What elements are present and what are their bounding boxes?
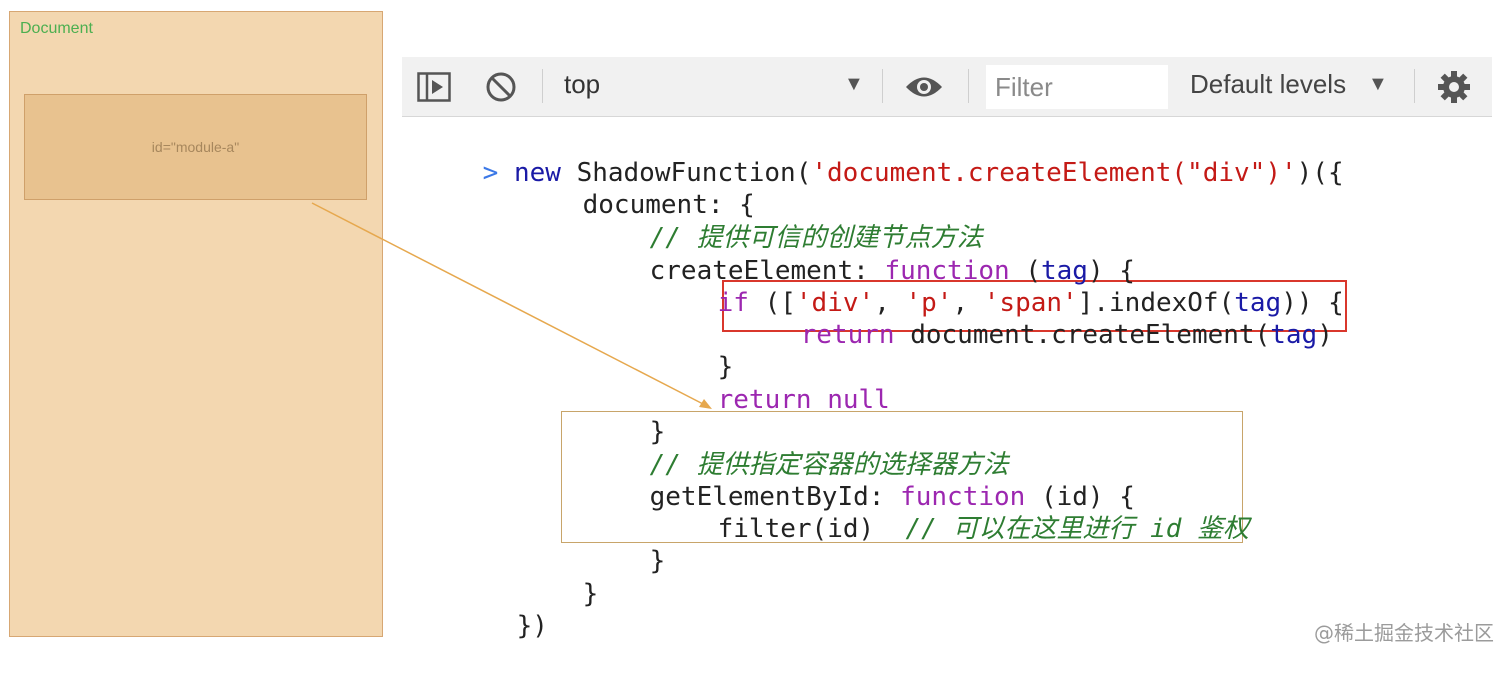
code-token: ( <box>1009 256 1041 286</box>
code-line: if (['div', 'p', 'span'].indexOf(tag)) { <box>655 254 1344 318</box>
module-container: id="module-a" <box>24 94 367 200</box>
code-line: // 提供可信的创建节点方法 <box>587 189 983 253</box>
create-element-highlight <box>722 280 1347 332</box>
module-label: id="module-a" <box>151 139 240 155</box>
code-token: } <box>649 546 666 576</box>
code-keyword: return <box>800 320 895 350</box>
code-line: return null <box>655 351 890 415</box>
code-keyword: return <box>717 385 812 415</box>
code-param: tag <box>1040 256 1088 286</box>
code-token: , <box>874 288 906 318</box>
document-panel: Document id="module-a" <box>9 11 383 637</box>
code-token: createElement: <box>649 256 885 286</box>
toolbar-separator <box>968 69 969 103</box>
code-token: )) { <box>1281 288 1344 318</box>
code-string: 'p' <box>905 288 953 318</box>
code-line: } <box>587 383 666 447</box>
code-token: getElementById: <box>649 482 901 512</box>
code-token: ].indexOf( <box>1077 288 1235 318</box>
toolbar-separator <box>542 69 543 103</box>
code-line: } <box>520 545 599 609</box>
code-line: // 提供指定容器的选择器方法 <box>587 416 1009 480</box>
code-token: document.createElement( <box>894 320 1271 350</box>
console-toolbar: top ▼ Default levels ▼ <box>402 57 1492 117</box>
toolbar-separator <box>1414 69 1415 103</box>
code-token: (id) { <box>1025 482 1135 512</box>
code-token: } <box>649 417 666 447</box>
eye-icon[interactable] <box>902 70 946 104</box>
filter-input[interactable] <box>986 65 1168 109</box>
sidebar-toggle-icon[interactable] <box>416 70 452 104</box>
code-string: 'div' <box>795 288 875 318</box>
chevron-down-icon[interactable]: ▼ <box>844 73 864 95</box>
code-line: createElement: function (tag) { <box>587 222 1135 286</box>
code-keyword: function <box>884 256 1010 286</box>
code-string: 'span' <box>983 288 1078 318</box>
watermark: @稀土掘金技术社区 <box>1314 621 1494 645</box>
code-comment: // 提供指定容器的选择器方法 <box>649 450 1009 480</box>
code-token: , <box>952 288 984 318</box>
code-token: new <box>513 158 561 188</box>
code-token: ShadowFunction( <box>576 158 812 188</box>
code-line: document: { <box>520 156 755 220</box>
code-token: filter(id) <box>717 514 875 544</box>
code-token: ) { <box>1087 256 1135 286</box>
clear-console-icon[interactable] <box>484 70 518 104</box>
code-keyword: function <box>900 482 1026 512</box>
gear-icon[interactable] <box>1436 69 1472 105</box>
code-comment: // 提供可信的创建节点方法 <box>649 223 983 253</box>
code-line: getElementById: function (id) { <box>587 448 1135 512</box>
code-token: ([ <box>748 288 796 318</box>
get-element-by-id-highlight <box>561 411 1243 543</box>
code-line: } <box>655 318 734 382</box>
code-param: tag <box>1270 320 1318 350</box>
code-comment: // 可以在这里进行 id 鉴权 <box>874 514 1250 544</box>
document-title: Document <box>20 20 93 37</box>
code-token: }) <box>516 611 548 641</box>
code-string: 'document.createElement("div")' <box>811 158 1297 188</box>
code-param: tag <box>1234 288 1282 318</box>
code-token: } <box>582 579 599 609</box>
code-keyword: if <box>717 288 749 318</box>
code-line: } <box>587 512 666 576</box>
code-keyword: null <box>811 385 890 415</box>
code-line: }) <box>454 577 548 641</box>
code-token: )({ <box>1296 158 1344 188</box>
chevron-down-icon[interactable]: ▼ <box>1368 73 1388 95</box>
code-token: } <box>717 352 734 382</box>
code-token: ) <box>1317 320 1333 350</box>
code-line: filter(id) // 可以在这里进行 id 鉴权 <box>655 480 1249 544</box>
code-line: return document.createElement(tag) <box>738 286 1333 350</box>
code-line: > new ShadowFunction('document.createEle… <box>420 124 1344 188</box>
toolbar-separator <box>882 69 883 103</box>
code-token: document: { <box>582 190 755 220</box>
log-levels-dropdown[interactable]: Default levels <box>1190 69 1347 99</box>
prompt-icon: > <box>482 158 499 188</box>
context-selector[interactable]: top <box>564 69 601 99</box>
